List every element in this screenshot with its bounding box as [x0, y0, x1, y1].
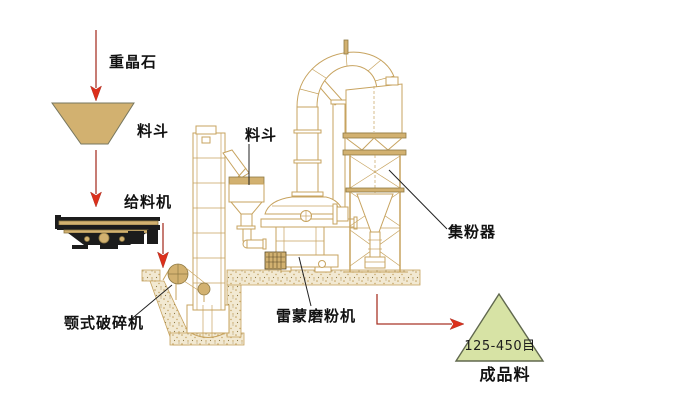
label-mill-hopper: 料斗	[245, 126, 277, 144]
ground-and-pit	[141, 269, 421, 346]
raymond-mill	[260, 79, 358, 273]
finished-product-triangle	[454, 292, 545, 362]
storage-hopper-shape	[51, 102, 135, 145]
jaw-crusher-pointer-line	[128, 284, 173, 322]
output-flow-path	[376, 294, 465, 331]
label-jaw-crusher: 颚式破碎机	[64, 314, 144, 332]
jaw-crusher	[162, 263, 211, 302]
label-raymond-mill: 雷蒙磨粉机	[276, 307, 356, 325]
flow-arrow-crusher	[157, 223, 169, 269]
vibrating-feeder	[55, 215, 160, 249]
label-finished-product: 成品料	[479, 365, 530, 384]
mill-motor	[264, 251, 287, 270]
flow-arrow-barite	[90, 30, 102, 102]
label-hopper-top: 料斗	[137, 122, 169, 140]
collector-pointer-line	[388, 169, 448, 230]
label-powder-collector: 集粉器	[447, 223, 496, 241]
label-feeder: 给料机	[124, 193, 172, 211]
flow-arrow-feeder	[90, 150, 102, 208]
mill-feed-hopper	[228, 176, 267, 250]
powder-collector	[332, 76, 407, 273]
bucket-elevator	[186, 125, 250, 338]
label-barite: 重晶石	[109, 53, 157, 71]
raymond-mill-pointer-line	[298, 256, 312, 307]
elevator-chute	[222, 149, 250, 179]
cyclone-cone	[356, 193, 394, 233]
label-mesh-range: 125-450目	[464, 339, 535, 354]
